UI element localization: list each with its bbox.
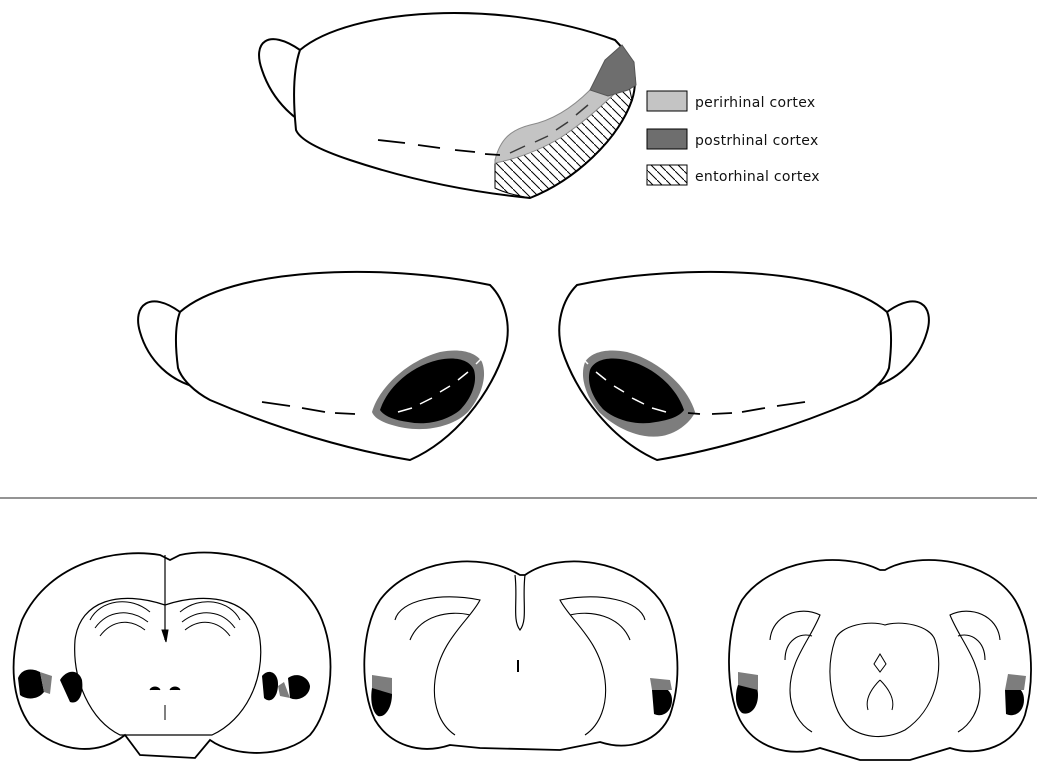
legend-label-perirhinal: perirhinal cortex [695,95,815,111]
section-1-outline [14,553,331,758]
legend-swatch-perirhinal [647,91,687,111]
left-hemisphere-lesion-view [138,272,508,460]
legend-item-postrhinal: postrhinal cortex [647,129,819,149]
legend-item-entorhinal: entorhinal cortex [647,165,820,185]
section-1-lesion-left [18,670,44,699]
section-3-outline [729,560,1031,760]
section-2-outline [364,561,677,750]
legend: perirhinal cortex postrhinal cortex ento… [647,91,820,185]
legend-label-entorhinal: entorhinal cortex [695,169,820,185]
right-hemisphere-lesion-view [559,272,929,460]
coronal-section-3 [729,560,1031,760]
legend-swatch-postrhinal [647,129,687,149]
section-3-lesion-right-rim [1005,674,1026,690]
lateral-view-schematic [259,13,636,198]
coronal-section-1 [14,553,331,758]
legend-label-postrhinal: postrhinal cortex [695,133,819,149]
coronal-section-2 [364,561,677,750]
legend-item-perirhinal: perirhinal cortex [647,91,815,111]
legend-swatch-entorhinal [647,165,687,185]
